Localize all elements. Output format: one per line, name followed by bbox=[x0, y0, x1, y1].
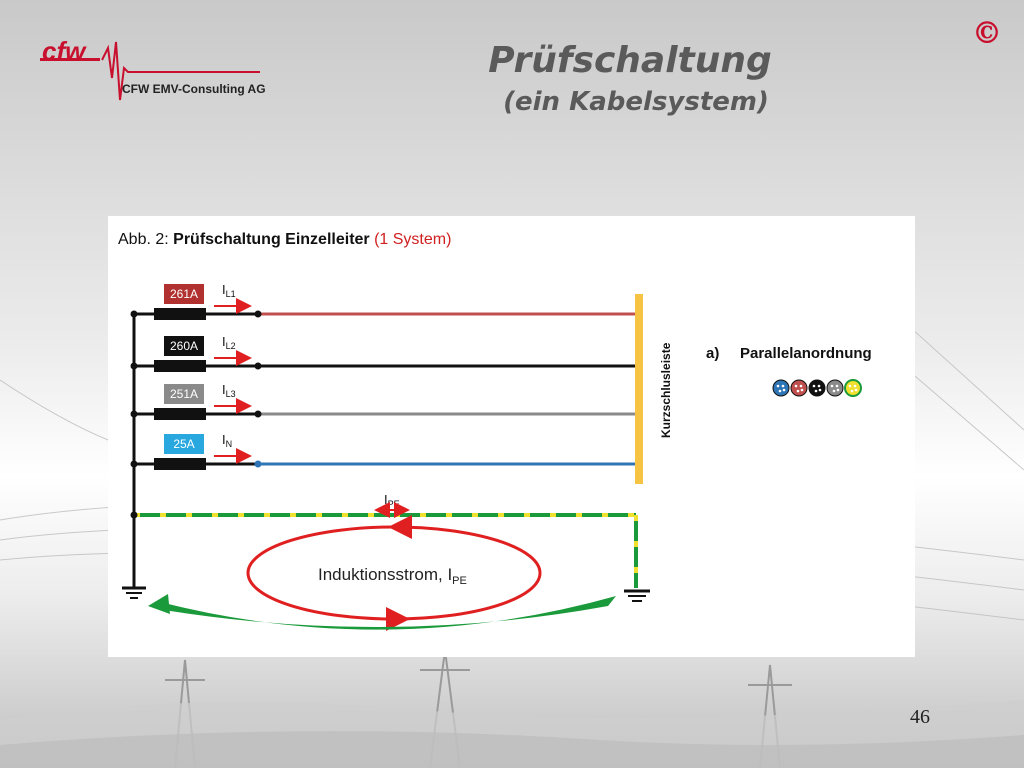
conductor-current-label: IL1 bbox=[222, 282, 236, 299]
company-name: CFW EMV-Consulting AG bbox=[122, 82, 266, 96]
slide-title-block: Prüfschaltung (ein Kabelsystem) bbox=[420, 38, 840, 120]
conductor-row-n: 25A IN bbox=[130, 432, 643, 470]
figure-caption: Abb. 2: Prüfschaltung Einzelleiter (1 Sy… bbox=[118, 231, 451, 248]
bus-node bbox=[130, 310, 138, 318]
conductor-current-label: IL2 bbox=[222, 334, 236, 351]
logo-wordmark: cfw bbox=[42, 38, 87, 66]
short-circuit-bar-label: Kurzschlusleiste bbox=[659, 342, 673, 438]
slide-title: Prüfschaltung bbox=[488, 40, 772, 81]
conductor-row-l1: 261A IL1 bbox=[130, 282, 643, 320]
current-badge bbox=[164, 336, 204, 356]
cable-cross-section-icon bbox=[772, 379, 862, 397]
circuit-figure: Abb. 2: Prüfschaltung Einzelleiter (1 Sy… bbox=[108, 216, 915, 657]
bus-node bbox=[130, 410, 138, 418]
junction-node bbox=[254, 410, 262, 418]
load-resistor bbox=[154, 458, 206, 470]
pe-current-label: IPE bbox=[384, 492, 400, 509]
arrangement-label: Parallelanordnung bbox=[740, 345, 872, 362]
slide-subtitle: (ein Kabelsystem) bbox=[503, 87, 769, 117]
conductor-current-label: IL3 bbox=[222, 382, 236, 399]
arrangement-letter: a) bbox=[706, 345, 719, 362]
company-logo: cfw bbox=[38, 36, 268, 118]
conductor-current-label: IN bbox=[222, 432, 232, 449]
circuit-diagram: Abb. 2: Prüfschaltung Einzelleiter (1 Sy… bbox=[118, 231, 872, 631]
ground-symbol-left bbox=[122, 586, 146, 599]
current-badge bbox=[164, 434, 204, 454]
current-value: 260A bbox=[170, 339, 198, 353]
return-current-arrow bbox=[160, 596, 616, 630]
load-resistor bbox=[154, 408, 206, 420]
junction-node bbox=[254, 310, 262, 318]
ground-symbol-right bbox=[624, 589, 650, 602]
short-circuit-bar bbox=[635, 294, 643, 484]
current-badge bbox=[164, 384, 204, 404]
junction-node bbox=[254, 460, 262, 468]
conductor-lines: 261A IL1 260A IL2 251A IL3 25A IN bbox=[130, 282, 643, 470]
current-value: 251A bbox=[170, 387, 198, 401]
bus-node bbox=[130, 460, 138, 468]
conductor-row-l3: 251A IL3 bbox=[130, 382, 643, 420]
load-resistor bbox=[154, 308, 206, 320]
load-resistor bbox=[154, 360, 206, 372]
junction-node bbox=[254, 362, 262, 370]
return-current-arrowhead bbox=[148, 594, 170, 614]
current-value: 261A bbox=[170, 287, 198, 301]
page-number: 46 bbox=[910, 706, 930, 728]
current-badge bbox=[164, 284, 204, 304]
induction-current-text: Induktionsstrom, IPE bbox=[318, 565, 467, 587]
bus-node bbox=[130, 362, 138, 370]
copyright-icon: © bbox=[972, 16, 1002, 51]
cfw-logo-mark: cfw bbox=[40, 36, 260, 101]
conductor-row-l2: 260A IL2 bbox=[130, 334, 643, 372]
current-value: 25A bbox=[173, 437, 194, 451]
